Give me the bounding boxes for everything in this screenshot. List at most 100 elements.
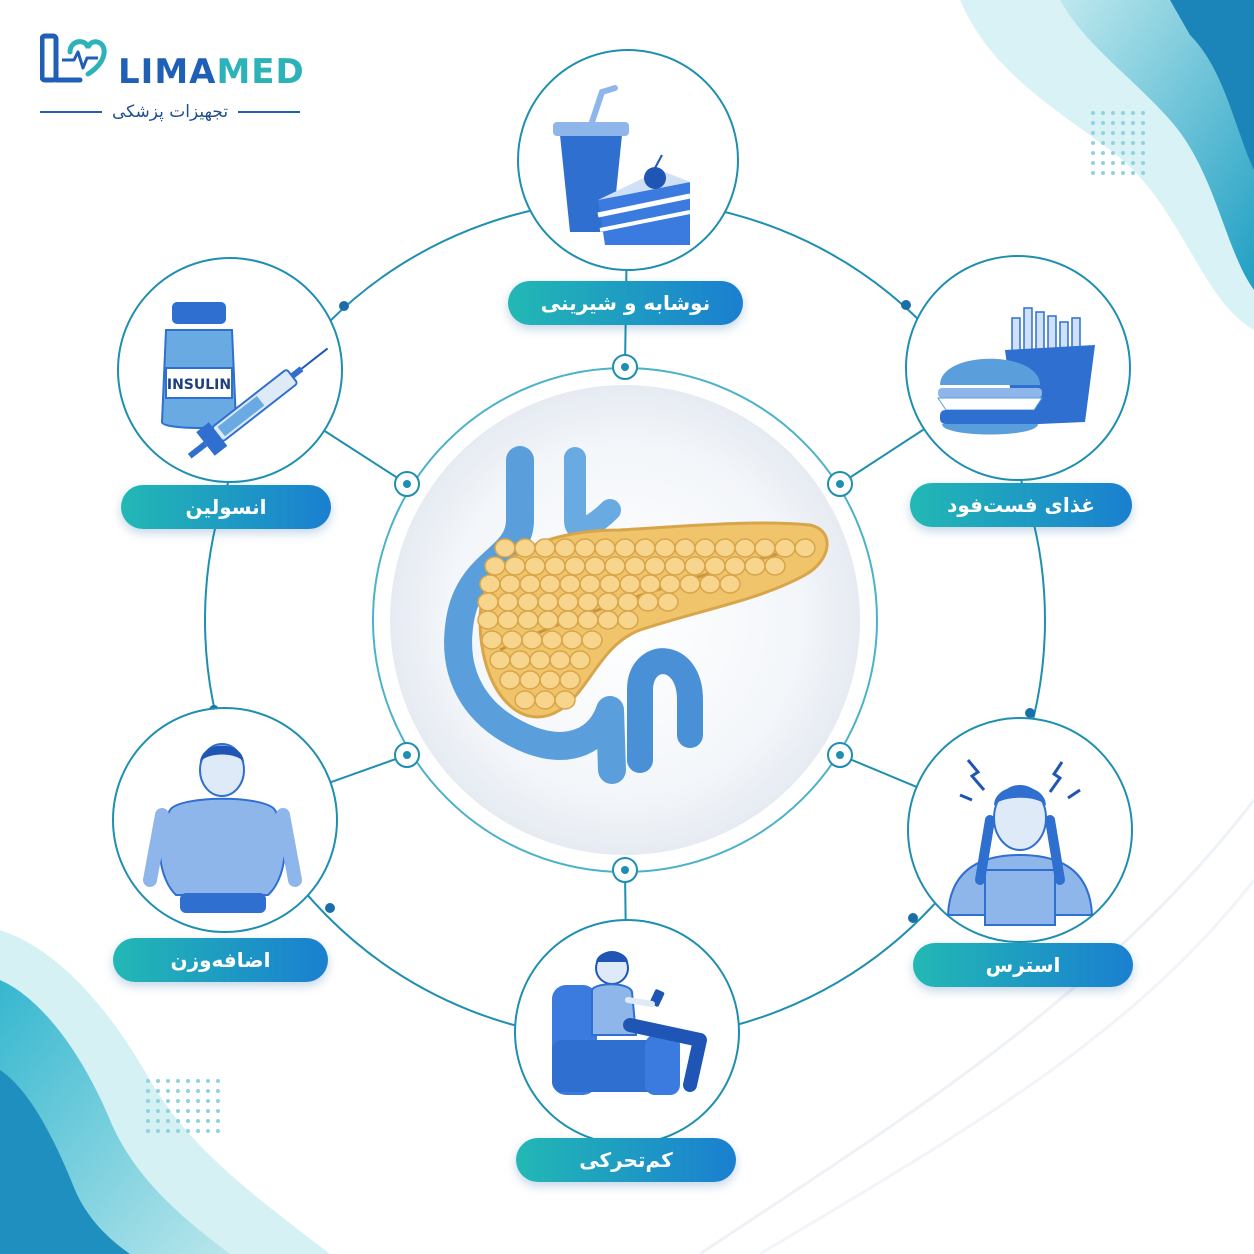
grid-dot [196,1089,200,1093]
ring-node-center-dot [403,480,411,488]
grid-dot [196,1099,200,1103]
label-stress: استرس [913,943,1133,987]
grid-dot [166,1129,170,1133]
brand-wordmark: LIMAMED [118,52,305,92]
grid-dot [1121,121,1125,125]
grid-dot [1131,171,1135,175]
grid-dot [196,1079,200,1083]
grid-dot [1101,121,1105,125]
grid-dot [1131,121,1135,125]
outer-ring-dot [908,913,918,923]
grid-dot [1091,111,1095,115]
grid-dot [1121,171,1125,175]
brand-name-part2: MED [216,52,305,92]
grid-dot [1141,141,1145,145]
grid-dot [186,1089,190,1093]
pancreas-lobule [559,670,581,690]
grid-dot [1131,161,1135,165]
grid-dot [156,1079,160,1083]
top-right-wave [1060,0,1254,290]
grid-dot [1091,171,1095,175]
ring-node-center-dot [836,751,844,759]
grid-dot [1101,111,1105,115]
grid-dot [1131,131,1135,135]
grid-dot [166,1089,170,1093]
grid-dot [186,1099,190,1103]
grid-dot [216,1079,220,1083]
grid-dot [196,1109,200,1113]
dot-grid-top-right [1091,111,1145,175]
grid-dot [1101,151,1105,155]
grid-dot [196,1129,200,1133]
soda-cake-icon [553,85,691,245]
grid-dot [1111,171,1115,175]
grid-dot [1111,151,1115,155]
grid-dot [1111,141,1115,145]
grid-dot [206,1089,210,1093]
insulin-vial-syringe-icon: INSULIN [160,302,329,459]
tagline-rule-left [40,111,102,113]
grid-dot [1141,121,1145,125]
grid-dot [1141,131,1145,135]
grid-dot [1101,161,1105,165]
brand-name-part1: LIMA [118,52,217,92]
factor-node-insulin: INSULIN [117,257,343,483]
grid-dot [1121,111,1125,115]
ring-node-center-dot [621,866,629,874]
spoke-line [330,754,408,784]
ring-node-center-dot [621,363,629,371]
grid-dot [176,1079,180,1083]
grid-dot [166,1109,170,1113]
grid-dot [146,1079,150,1083]
grid-dot [186,1129,190,1133]
grid-dot [156,1129,160,1133]
grid-dot [166,1099,170,1103]
grid-dot [206,1079,210,1083]
grid-dot [1121,141,1125,145]
grid-dot [1101,171,1105,175]
grid-dot [1111,111,1115,115]
label-inactivity: کم‌تحرکی [516,1138,736,1182]
grid-dot [206,1129,210,1133]
brand-tagline-row: تجهیزات پزشکی [40,102,301,122]
grid-dot [156,1089,160,1093]
spoke-line [839,428,925,485]
factor-node-overweight [112,707,338,933]
grid-dot [1141,171,1145,175]
pancreas-lobule [569,650,591,670]
burger-fries-icon [937,307,1095,435]
grid-dot [186,1079,190,1083]
pancreas-lobule [657,592,679,612]
person-on-couch-icon [552,951,707,1095]
stressed-person-icon [946,759,1094,926]
grid-dot [216,1109,220,1113]
brand-logo: LIMAMED تجهیزات پزشکی [40,30,320,130]
grid-dot [216,1089,220,1093]
pancreas-lobule [554,690,576,710]
grid-dot [206,1109,210,1113]
pancreas-lobule [764,556,786,576]
grid-dot [1091,161,1095,165]
ring-node-center-dot [403,751,411,759]
grid-dot [1091,141,1095,145]
grid-dot [1101,141,1105,145]
grid-dot [1101,131,1105,135]
factor-node-fastfood [905,255,1131,481]
grid-dot [166,1079,170,1083]
background-swoosh-2 [759,879,1254,1254]
grid-dot [156,1119,160,1123]
grid-dot [146,1109,150,1113]
grid-dot [146,1099,150,1103]
grid-dot [1141,151,1145,155]
spoke-line [839,754,917,788]
grid-dot [166,1119,170,1123]
pancreas-lobule [617,610,639,630]
background-swoosh [699,799,1254,1254]
grid-dot [1121,131,1125,135]
grid-dot [146,1129,150,1133]
label-insulin: انسولین [121,485,331,529]
pancreas-lobule [581,630,603,650]
grid-dot [206,1119,210,1123]
